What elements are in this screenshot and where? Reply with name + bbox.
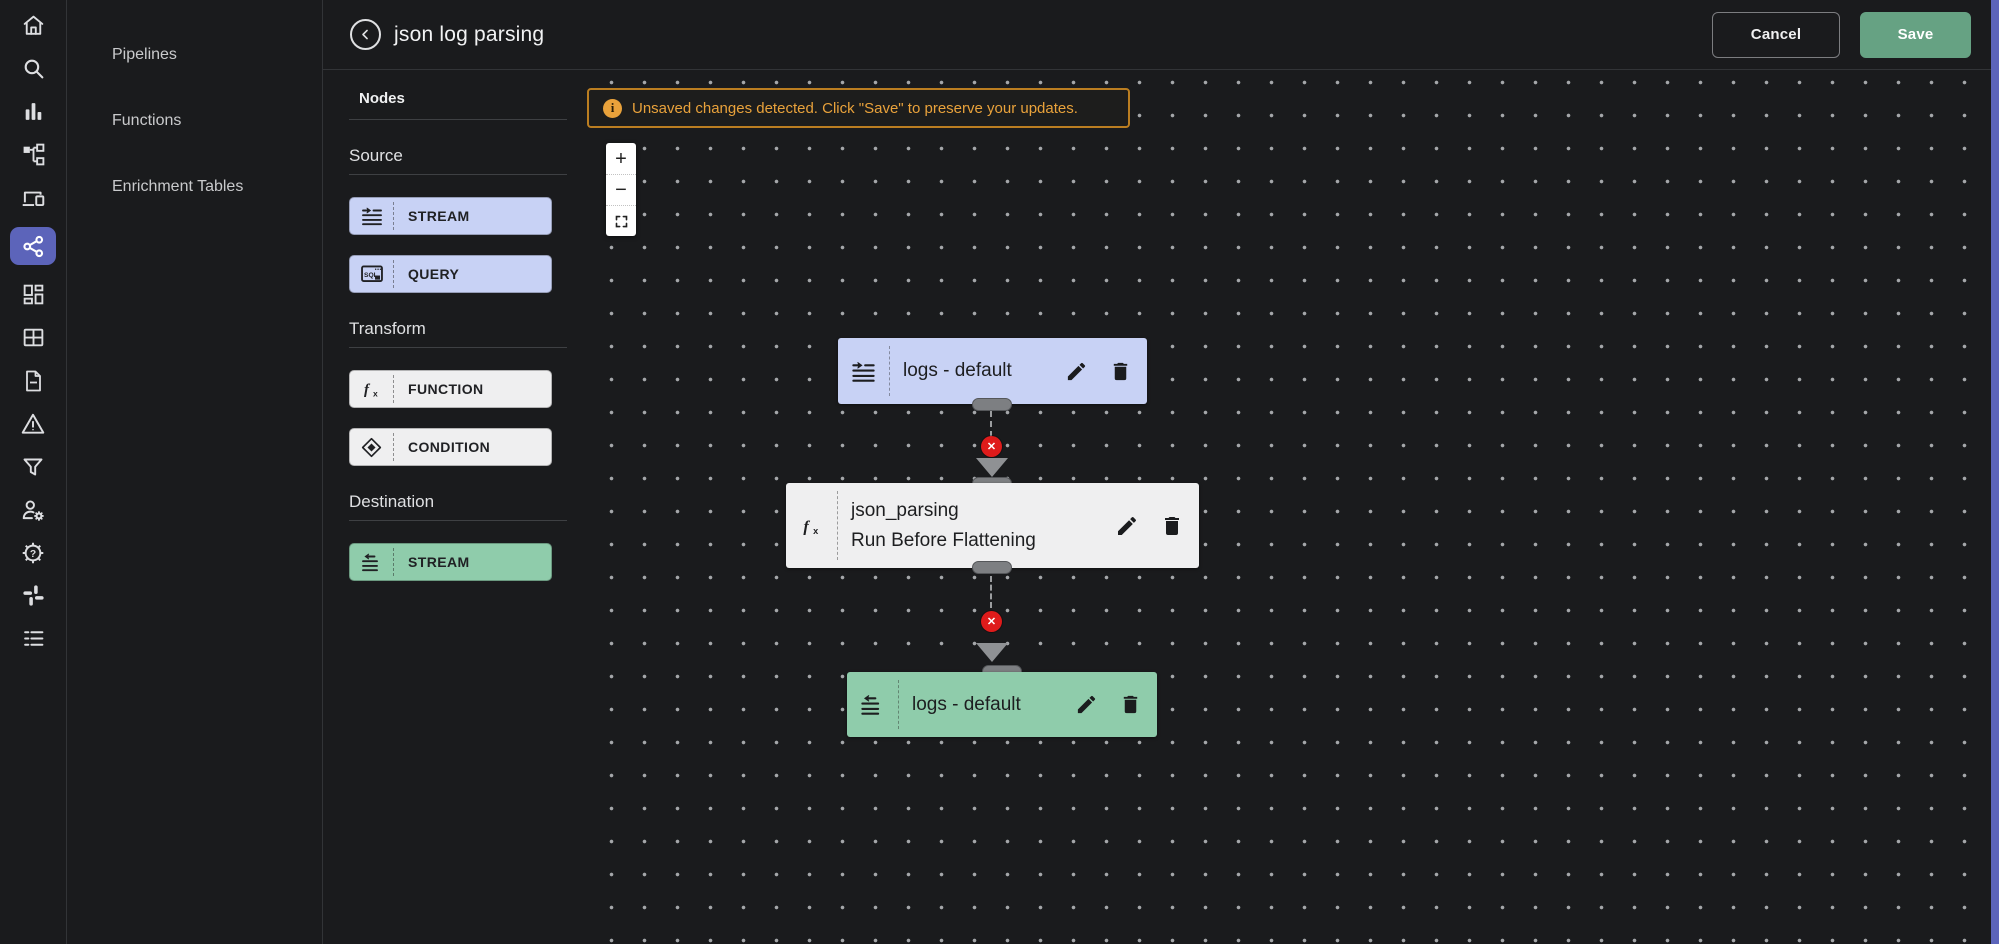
slack-icon[interactable] [10, 582, 56, 609]
palette-stream-source-button[interactable]: STREAM [349, 197, 552, 235]
node-label: logs - default [912, 693, 1021, 715]
sidebar-item-functions[interactable]: Functions [67, 88, 322, 154]
cancel-button[interactable]: Cancel [1712, 11, 1840, 58]
section-label-destination: Destination [349, 492, 435, 511]
divider [349, 174, 567, 175]
divider [349, 520, 567, 521]
palette-condition-button[interactable]: CONDITION [349, 428, 552, 466]
query-icon: SQL [350, 260, 394, 288]
delete-trash-icon[interactable] [1109, 360, 1132, 383]
sidebar-item-pipelines[interactable]: Pipelines [67, 22, 322, 88]
sidebar-item-label: Enrichment Tables [112, 178, 244, 195]
filter-icon[interactable] [10, 453, 56, 480]
home-icon[interactable] [10, 12, 56, 39]
flow-node-source-stream[interactable]: logs - default [838, 338, 1147, 404]
divider [349, 119, 567, 120]
edge-line [990, 411, 992, 437]
svg-text:?: ? [30, 548, 36, 559]
flow-node-destination-stream[interactable]: logs - default [847, 672, 1157, 737]
delete-trash-icon[interactable] [1119, 693, 1142, 716]
svg-text:x: x [373, 389, 378, 399]
edge-delete-button[interactable]: ✕ [981, 436, 1002, 457]
palette-item-label: STREAM [408, 554, 470, 570]
dashboard-icon[interactable] [10, 281, 56, 308]
function-node-title: json_parsing [851, 500, 959, 521]
sidebar-item-label: Pipelines [112, 46, 177, 63]
edge-delete-button[interactable]: ✕ [981, 611, 1002, 632]
icon-rail: ? [0, 0, 67, 944]
divider [349, 347, 567, 348]
source-output-handle[interactable] [972, 398, 1012, 411]
report-icon[interactable] [10, 367, 56, 394]
alert-triangle-icon[interactable] [10, 410, 56, 437]
vertical-scrollbar[interactable] [1991, 0, 1999, 944]
share-pipelines-icon[interactable] [10, 227, 56, 265]
palette-item-label: CONDITION [408, 439, 491, 455]
edge-line [990, 576, 992, 608]
svg-text:f: f [364, 382, 371, 398]
header-actions: Cancel Save [1712, 11, 1971, 58]
chevron-left-icon [362, 29, 368, 40]
back-button[interactable] [350, 19, 381, 50]
svg-text:x: x [813, 526, 819, 536]
palette-item-label: STREAM [408, 208, 470, 224]
edge-arrowhead [976, 643, 1008, 662]
zoom-in-button[interactable]: + [615, 147, 627, 170]
editor-header: json log parsing Cancel Save [323, 0, 1999, 70]
function-output-handle[interactable] [972, 561, 1012, 574]
delete-trash-icon[interactable] [1160, 514, 1184, 538]
user-settings-icon[interactable] [10, 496, 56, 523]
search-icon[interactable] [10, 55, 56, 82]
node-actions [1063, 693, 1157, 716]
function-node-subtitle: Run Before Flattening [851, 530, 1036, 551]
nav-sidebar: Pipelines Functions Enrichment Tables [67, 0, 323, 944]
sidebar-item-enrichment-tables[interactable]: Enrichment Tables [67, 154, 322, 220]
fit-view-button[interactable] [606, 205, 636, 236]
nodes-panel: Nodes Source STREAM SQL QUERY Transform [323, 70, 583, 944]
bar-chart-icon[interactable] [10, 98, 56, 125]
edit-pencil-icon[interactable] [1065, 360, 1088, 383]
edge-arrowhead [976, 458, 1008, 477]
palette-item-label: FUNCTION [408, 381, 484, 397]
palette-item-label: QUERY [408, 266, 460, 282]
fit-view-icon [615, 215, 627, 227]
pipeline-canvas[interactable]: i Unsaved changes detected. Click "Save"… [583, 70, 1999, 944]
node-label: logs - default [903, 360, 1012, 381]
stream-output-icon [847, 680, 899, 729]
edit-pencil-icon[interactable] [1075, 693, 1098, 716]
section-label-source: Source [349, 146, 403, 165]
info-icon: i [603, 98, 622, 118]
zoom-controls: + − [606, 143, 636, 236]
list-icon[interactable] [10, 625, 56, 652]
pipeline-tree-icon[interactable] [10, 141, 56, 168]
node-actions [1103, 514, 1199, 538]
palette-stream-destination-button[interactable]: STREAM [349, 543, 552, 581]
svg-text:SQL: SQL [363, 272, 377, 279]
stream-output-icon [350, 548, 394, 576]
stream-input-icon [350, 202, 394, 230]
settings-help-icon[interactable]: ? [10, 539, 56, 566]
edit-pencil-icon[interactable] [1115, 514, 1139, 538]
table-icon[interactable] [10, 324, 56, 351]
section-label-transform: Transform [349, 319, 426, 338]
save-button[interactable]: Save [1860, 11, 1971, 58]
condition-icon [350, 433, 394, 461]
zoom-out-button[interactable]: − [606, 174, 636, 205]
unsaved-changes-banner: i Unsaved changes detected. Click "Save"… [587, 88, 1130, 128]
main-area: json log parsing Cancel Save Nodes Sourc… [323, 0, 1999, 944]
node-text-block: json_parsing Run Before Flattening [838, 497, 1036, 554]
banner-text: Unsaved changes detected. Click "Save" t… [632, 99, 1078, 117]
nodes-panel-title: Nodes [359, 90, 405, 107]
page-title: json log parsing [394, 22, 545, 46]
stream-input-icon [838, 346, 890, 396]
devices-icon[interactable] [10, 184, 56, 211]
palette-query-button[interactable]: SQL QUERY [349, 255, 552, 293]
node-actions [1053, 360, 1147, 383]
svg-text:f: f [803, 517, 810, 535]
sidebar-item-label: Functions [112, 112, 182, 129]
